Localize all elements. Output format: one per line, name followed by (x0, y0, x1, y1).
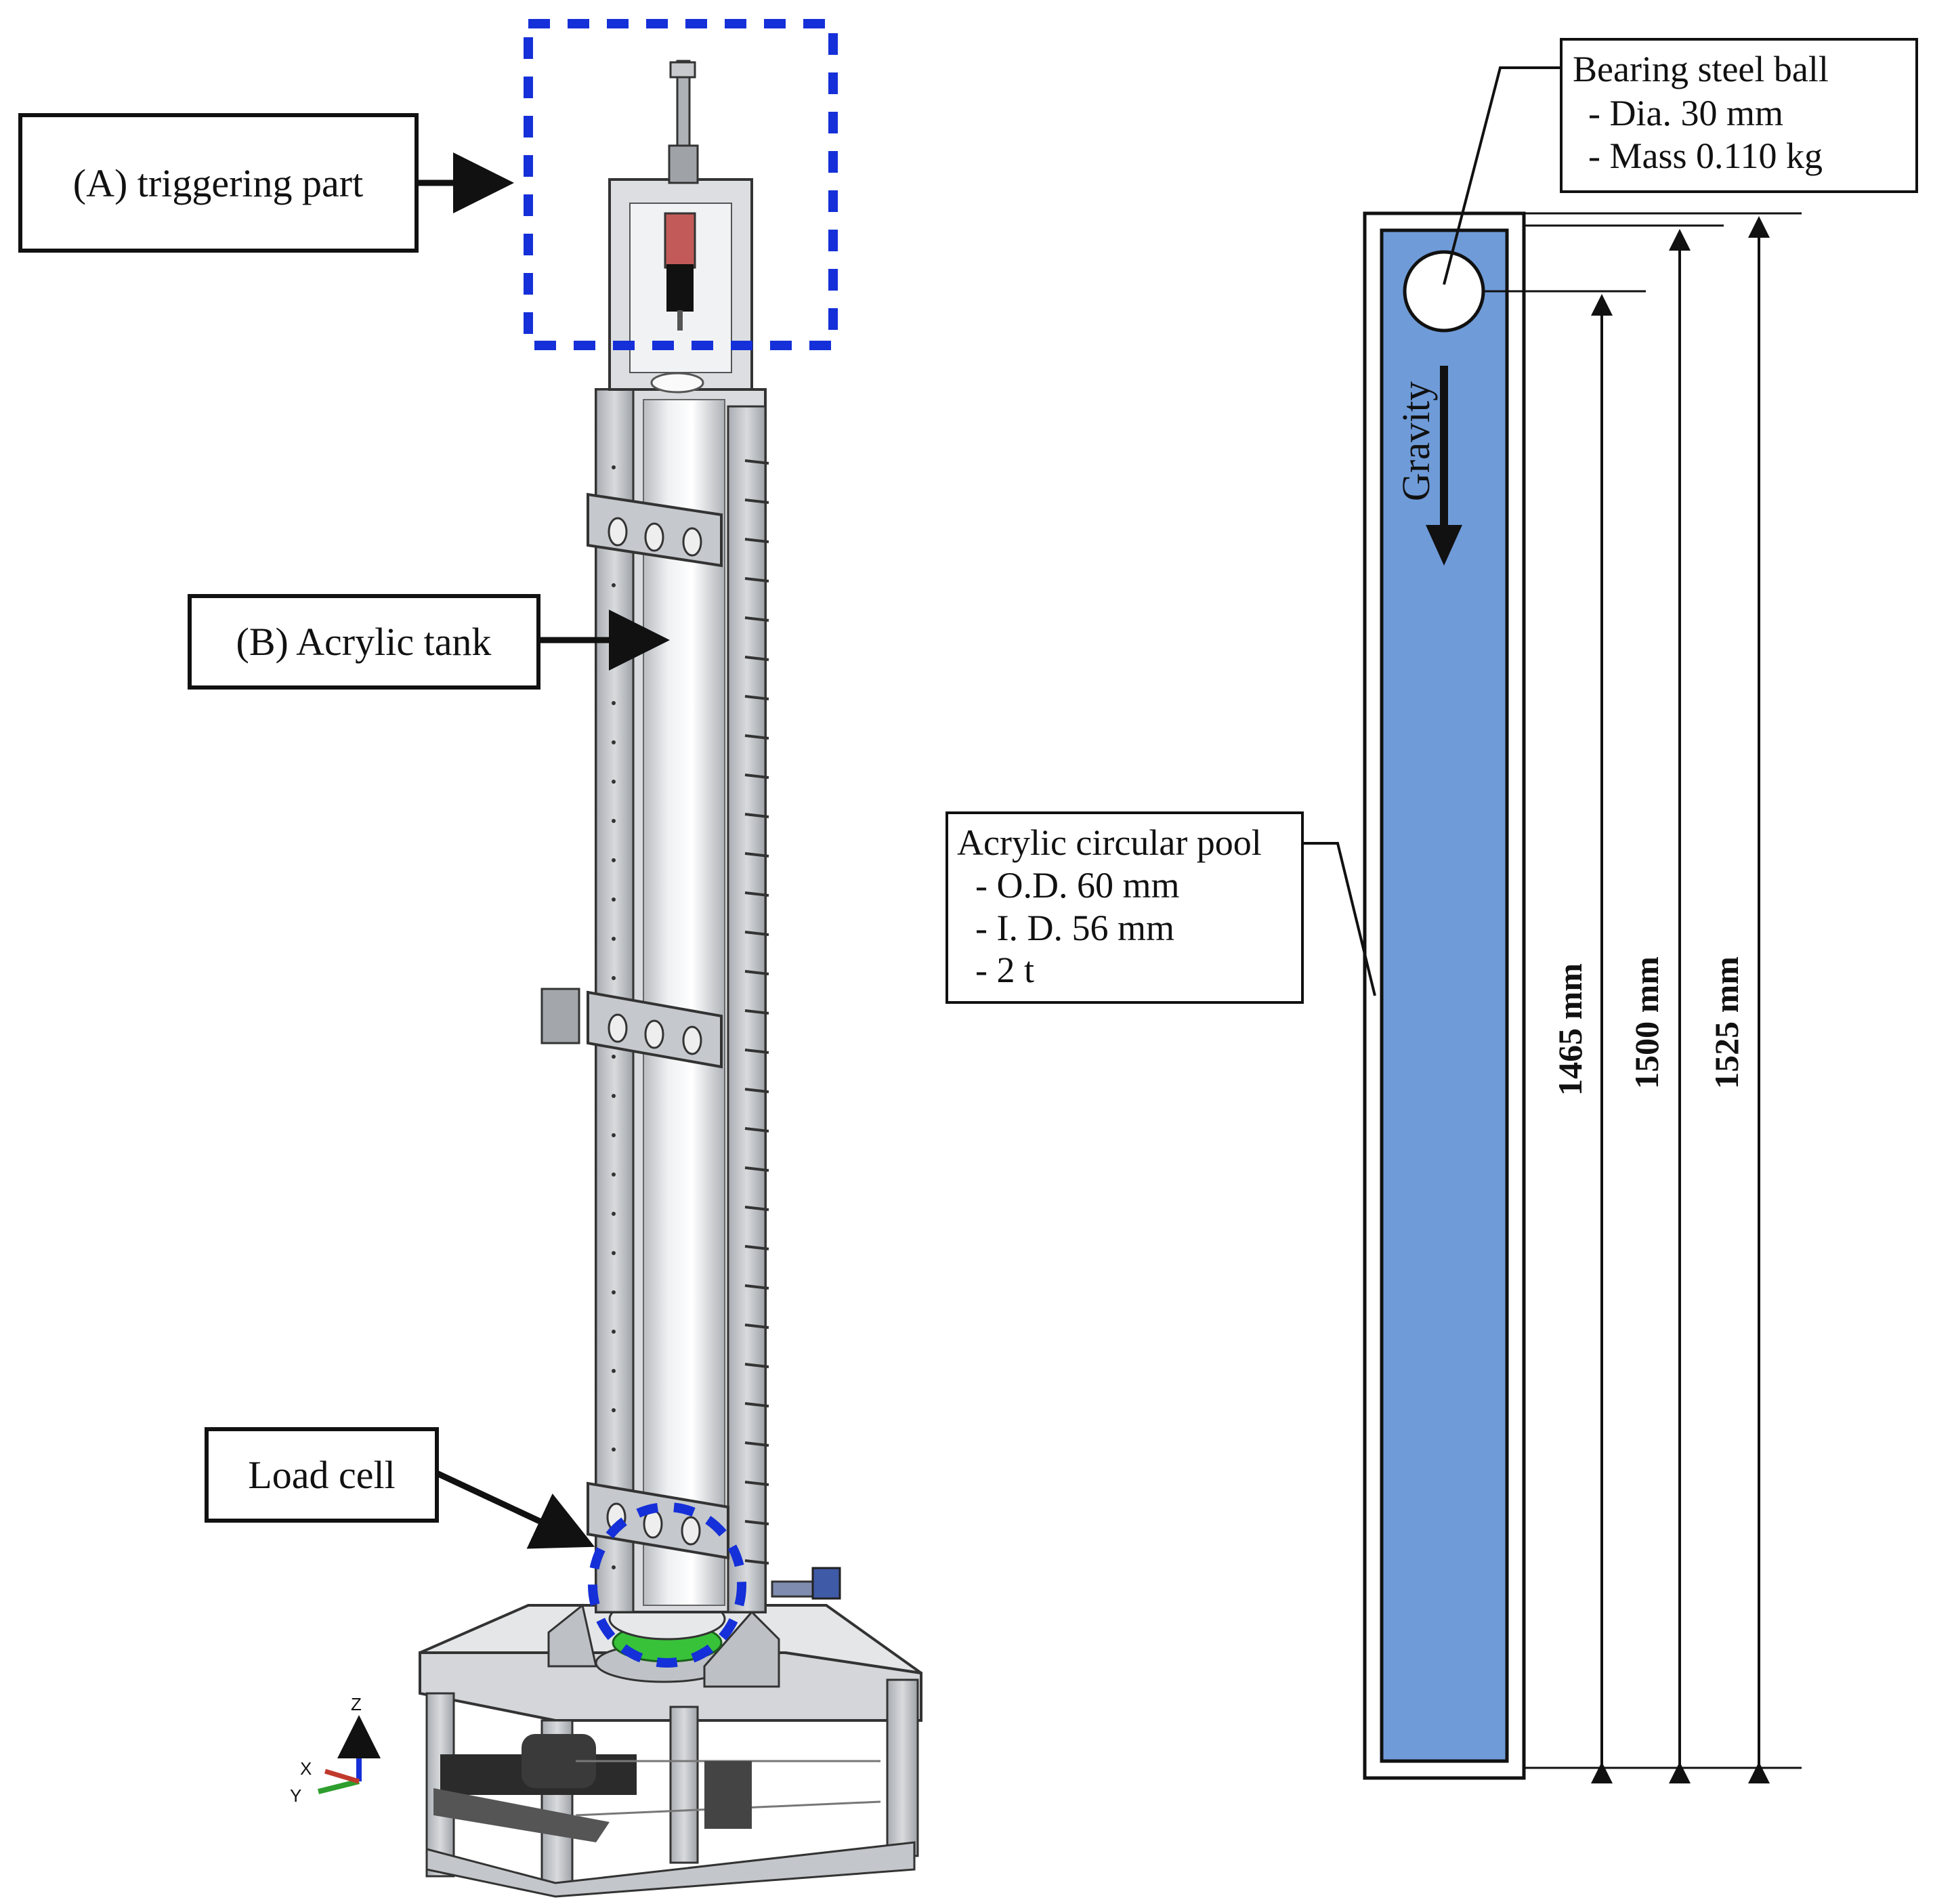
bolt-stud (744, 813, 769, 818)
load-cell-highlight (588, 1502, 746, 1668)
bolt-hole (612, 622, 616, 627)
dimension-lines: 1465 mm 1500 mm 1525 mm (1483, 212, 1802, 1783)
bolt-hole (612, 1330, 616, 1334)
bolt-hole (612, 976, 616, 980)
bolt-stud (744, 1559, 769, 1565)
label-acrylic-tank: (B) Acrylic tank (188, 594, 670, 690)
trigger-housing (608, 60, 753, 394)
bolt-stud (744, 1520, 769, 1525)
bolt-stud (744, 1481, 769, 1486)
bolt-hole (612, 1055, 616, 1059)
bolt-hole (612, 780, 616, 784)
svg-text:Acrylic circular pool: Acrylic circular pool (957, 822, 1262, 863)
bolt-stud (744, 734, 769, 740)
svg-text:Y: Y (290, 1785, 301, 1806)
bolt-stud (744, 1049, 769, 1054)
bolt-stud (744, 1324, 769, 1329)
bolt-stud (744, 1009, 769, 1015)
bolt-hole (612, 1290, 616, 1294)
svg-text:- O.D. 60 mm: - O.D. 60 mm (975, 865, 1179, 906)
bolt-hole (612, 897, 616, 902)
bolt-stud (744, 616, 769, 622)
bolt-stud (744, 1088, 769, 1093)
bolt-stud (744, 891, 769, 897)
bolt-hole (612, 937, 616, 941)
bolt-stud (744, 577, 769, 583)
coordinate-axes-icon: Z X Y (290, 1694, 381, 1806)
bolt-hole (612, 701, 616, 705)
bolt-hole (612, 662, 616, 666)
svg-text:Gravity: Gravity (1394, 381, 1438, 501)
svg-text:- Dia. 30 mm: - Dia. 30 mm (1588, 93, 1783, 133)
svg-text:- I. D. 56 mm: - I. D. 56 mm (975, 908, 1174, 948)
svg-text:X: X (300, 1758, 312, 1779)
bolt-stud (744, 1127, 769, 1133)
bolt-hole (612, 858, 616, 862)
bolt-hole (612, 1251, 616, 1255)
bolt-hole (612, 1212, 616, 1216)
base-frame (419, 1604, 922, 1898)
bolt-stud (744, 538, 769, 543)
bolt-hole (612, 1447, 616, 1452)
bolt-stud (744, 459, 769, 465)
svg-text:(A) triggering part: (A) triggering part (73, 161, 363, 205)
apparatus-drawing: (A) triggering part (B) Acrylic tank Loa… (18, 19, 922, 1898)
label-load-cell: Load cell (205, 1427, 595, 1549)
bolt-hole (612, 1369, 616, 1373)
bolt-hole (612, 583, 616, 587)
bolt-hole (612, 740, 616, 744)
pool-schematic: Gravity 1465 mm 1500 mm 1525 mm Bearing … (946, 38, 1918, 1783)
gravity-indicator: Gravity (1394, 366, 1462, 566)
dimension-1525: 1525 mm (1707, 956, 1745, 1089)
bolt-hole (612, 1133, 616, 1137)
bolt-hole (612, 1094, 616, 1098)
label-triggering-part: (A) triggering part (18, 113, 514, 253)
bolt-stud (744, 970, 769, 975)
bolt-stud (744, 852, 769, 858)
bolt-hole (612, 1565, 616, 1569)
bolt-stud (744, 656, 769, 661)
svg-text:Load cell: Load cell (248, 1453, 395, 1497)
svg-text:Z: Z (351, 1694, 362, 1714)
bolt-hole (612, 1408, 616, 1412)
steel-ball (1403, 250, 1485, 333)
bolt-stud (744, 1245, 769, 1250)
svg-text:(B) Acrylic tank: (B) Acrylic tank (236, 620, 492, 664)
bolt-stud (744, 1284, 769, 1290)
bolt-stud (744, 774, 769, 779)
ball-spec-callout: Bearing steel ball - Dia. 30 mm - Mass 0… (1443, 38, 1918, 285)
bolt-stud (744, 931, 769, 936)
dimension-1500: 1500 mm (1628, 956, 1665, 1089)
bolt-hole (612, 1172, 616, 1177)
svg-text:- 2 t: - 2 t (975, 950, 1034, 990)
bolt-hole (612, 465, 616, 469)
svg-text:- Mass 0.110 kg: - Mass 0.110 kg (1588, 135, 1823, 176)
bolt-stud (744, 1206, 769, 1211)
bolt-stud (744, 1166, 769, 1172)
bolt-stud (744, 1363, 769, 1368)
tank-clamps (540, 492, 729, 1560)
bolt-stud (744, 695, 769, 700)
bolt-stud (744, 1441, 769, 1447)
bolt-hole (612, 819, 616, 823)
svg-text:Bearing steel ball: Bearing steel ball (1573, 49, 1829, 89)
bolt-stud (744, 1402, 769, 1408)
dimension-1465: 1465 mm (1551, 963, 1589, 1096)
bolt-row (612, 459, 769, 1569)
bolt-stud (744, 499, 769, 504)
pool-spec-callout: Acrylic circular pool - O.D. 60 mm - I. … (946, 811, 1376, 1004)
